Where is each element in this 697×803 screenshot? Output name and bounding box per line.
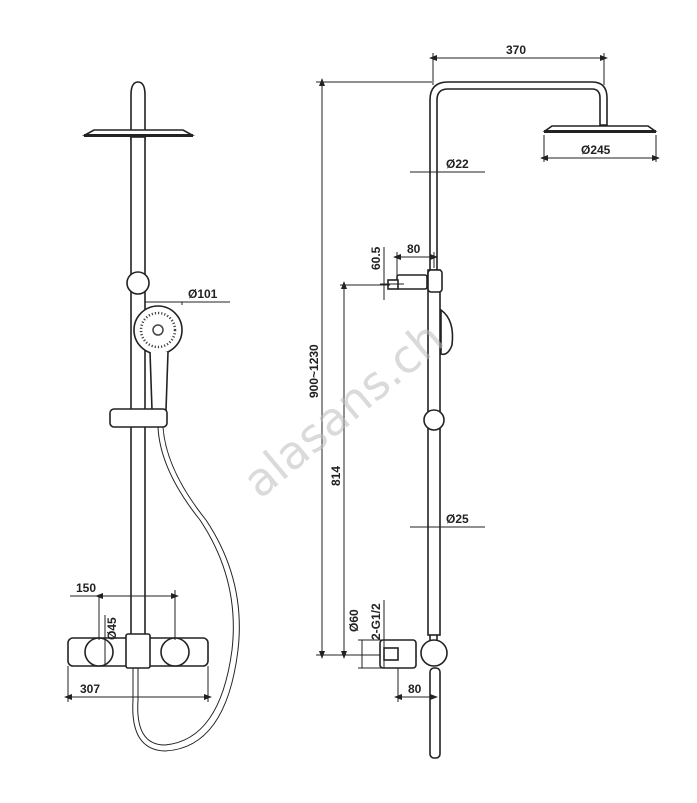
rail-joint xyxy=(423,409,445,431)
label-bracket-height: 60.5 xyxy=(369,246,383,270)
hose xyxy=(137,426,234,746)
label-valve-diameter: Ø45 xyxy=(105,617,119,640)
shower-holder xyxy=(109,408,168,428)
hand-shower-handle xyxy=(149,351,169,411)
head-plate-edge xyxy=(84,134,193,137)
shower-arm-side xyxy=(429,81,608,640)
hose-connector-side xyxy=(429,667,441,759)
label-connection: 2-G1/2 xyxy=(369,603,383,640)
label-outlet-depth: 80 xyxy=(408,682,422,696)
label-head-diameter: Ø245 xyxy=(581,143,611,157)
label-valve-spacing: 150 xyxy=(76,581,96,595)
slider-knob xyxy=(126,271,150,295)
shower-arm-front xyxy=(130,81,146,140)
label-bracket-width: 80 xyxy=(407,242,421,256)
label-outlet-diameter: Ø60 xyxy=(347,609,361,632)
hand-shower-side xyxy=(440,308,454,356)
rail-front xyxy=(130,136,146,638)
front-view: Ø101 150 Ø45 307 xyxy=(64,81,240,752)
side-view: 370 Ø245 Ø22 80 60.5 900~1230 814 Ø25 xyxy=(307,43,660,759)
valve-knob-left xyxy=(84,637,114,667)
label-rail-top-diameter: Ø22 xyxy=(446,157,469,171)
label-bracket-to-outlet: 814 xyxy=(329,466,343,486)
label-height-range: 900~1230 xyxy=(307,344,321,398)
valve-side xyxy=(420,639,448,667)
label-valve-length: 307 xyxy=(80,682,100,696)
valve-knob-right xyxy=(160,637,190,667)
wall-bracket xyxy=(396,274,428,290)
label-width-top: 370 xyxy=(506,43,526,57)
label-handshower-diameter: Ø101 xyxy=(188,287,218,301)
label-rail-bottom-diameter: Ø25 xyxy=(446,512,469,526)
